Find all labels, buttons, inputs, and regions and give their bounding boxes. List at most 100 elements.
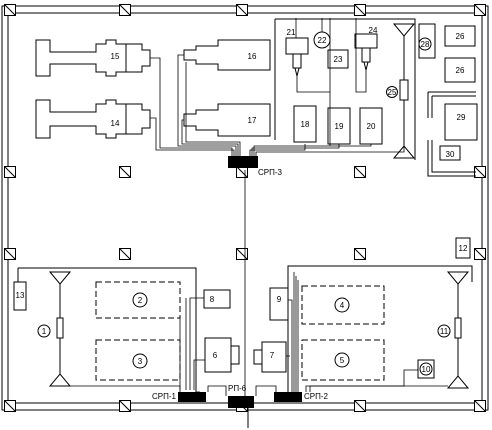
column-marker xyxy=(4,166,16,178)
column-marker xyxy=(354,400,366,412)
machine-29 xyxy=(444,103,478,141)
column-marker xyxy=(474,248,486,260)
machine-15-outline xyxy=(35,39,151,77)
marker-4 xyxy=(334,297,350,313)
marker-11 xyxy=(437,324,451,338)
label-7: 7 xyxy=(270,351,275,360)
zone-4 xyxy=(301,285,385,325)
column-marker xyxy=(474,166,486,178)
label-11: 11 xyxy=(440,327,449,336)
zone-2 xyxy=(95,281,181,319)
label-13: 13 xyxy=(16,291,25,300)
label-26a: 26 xyxy=(456,32,465,41)
crane-25-top xyxy=(392,23,416,37)
column-marker xyxy=(4,4,16,16)
column-marker xyxy=(354,248,366,260)
column-marker xyxy=(119,248,131,260)
marker-3 xyxy=(132,353,148,369)
cable-runs-srp2 xyxy=(255,272,448,396)
label-6: 6 xyxy=(213,351,218,360)
panel-srp3 xyxy=(228,156,258,168)
crane-1-top xyxy=(48,271,72,285)
label-18: 18 xyxy=(301,120,310,129)
cable-runs-srp1 xyxy=(70,297,227,396)
machine-6 xyxy=(204,337,232,373)
label-20: 20 xyxy=(367,122,376,131)
column-grid xyxy=(4,4,486,412)
cable-runs-srp3 xyxy=(150,18,405,400)
label-3: 3 xyxy=(138,357,143,366)
upper-equipment xyxy=(35,18,478,177)
round-markers-lower xyxy=(37,292,451,376)
machine-17-outline xyxy=(183,103,271,137)
label-8: 8 xyxy=(210,295,215,304)
cabinet-12 xyxy=(455,237,471,259)
label-22: 22 xyxy=(318,36,327,45)
machine-21-spindle xyxy=(292,53,302,69)
label-1: 1 xyxy=(42,327,47,336)
label-2: 2 xyxy=(138,296,143,305)
label-14: 14 xyxy=(111,119,120,128)
machine-10 xyxy=(417,359,435,379)
lower-left-partition xyxy=(18,267,197,392)
lower-right-equipment xyxy=(253,237,473,392)
column-marker xyxy=(4,248,16,260)
crane-11-top xyxy=(446,271,470,285)
machine-21-tool xyxy=(294,67,300,77)
column-marker xyxy=(354,4,366,16)
column-marker xyxy=(474,4,486,16)
machine-24-tool xyxy=(363,61,369,71)
marker-5 xyxy=(334,352,350,368)
lower-right-partition xyxy=(287,265,473,392)
lower-left-equipment xyxy=(13,267,240,392)
machine-18 xyxy=(293,105,317,143)
column-marker xyxy=(119,166,131,178)
wall-stub-29 xyxy=(427,91,476,118)
label-9: 9 xyxy=(277,295,282,304)
label-26b: 26 xyxy=(456,66,465,75)
machine-24-spindle xyxy=(361,47,371,63)
column-marker xyxy=(4,400,16,412)
marker-25 xyxy=(386,86,398,98)
label-16: 16 xyxy=(248,52,257,61)
label-30: 30 xyxy=(446,150,455,159)
machine-7-head xyxy=(253,349,263,365)
marker-1 xyxy=(37,324,51,338)
label-5: 5 xyxy=(340,356,345,365)
label-17: 17 xyxy=(248,116,257,125)
column-marker xyxy=(119,4,131,16)
label-28: 28 xyxy=(421,40,430,49)
panel-srp2-label: СРП-2 xyxy=(304,392,329,401)
column-marker xyxy=(354,166,366,178)
machine-30 xyxy=(439,145,461,161)
wall-stub-30 xyxy=(427,140,476,177)
machine-16-outline xyxy=(183,39,271,71)
label-21: 21 xyxy=(287,28,296,37)
machine-8 xyxy=(203,289,231,309)
label-10: 10 xyxy=(422,365,431,374)
column-marker xyxy=(236,248,248,260)
crane-1-bottom xyxy=(48,373,72,387)
crane-25-hoist xyxy=(399,79,409,101)
column-marker xyxy=(474,400,486,412)
panel-srp3-label: СРП-3 xyxy=(258,168,283,177)
column-marker xyxy=(236,4,248,16)
label-15: 15 xyxy=(111,52,120,61)
cabinet-13 xyxy=(13,281,27,311)
machine-24 xyxy=(354,33,378,49)
round-markers xyxy=(313,31,432,98)
machine-21 xyxy=(285,37,309,55)
column-marker xyxy=(236,166,248,178)
marker-10 xyxy=(419,362,433,376)
column-marker xyxy=(119,400,131,412)
equipment-labels: 1 2 3 4 5 6 7 8 9 10 11 12 13 14 15 16 1… xyxy=(16,26,468,374)
marker-28 xyxy=(418,37,432,51)
panel-srp2 xyxy=(274,392,302,402)
panel-srp1-label: СРП-1 xyxy=(152,392,177,401)
machine-28-cabinet xyxy=(418,23,436,59)
label-29: 29 xyxy=(457,113,466,122)
machine-14-outline xyxy=(35,99,151,139)
zone-5 xyxy=(301,339,385,381)
label-25: 25 xyxy=(388,88,397,97)
